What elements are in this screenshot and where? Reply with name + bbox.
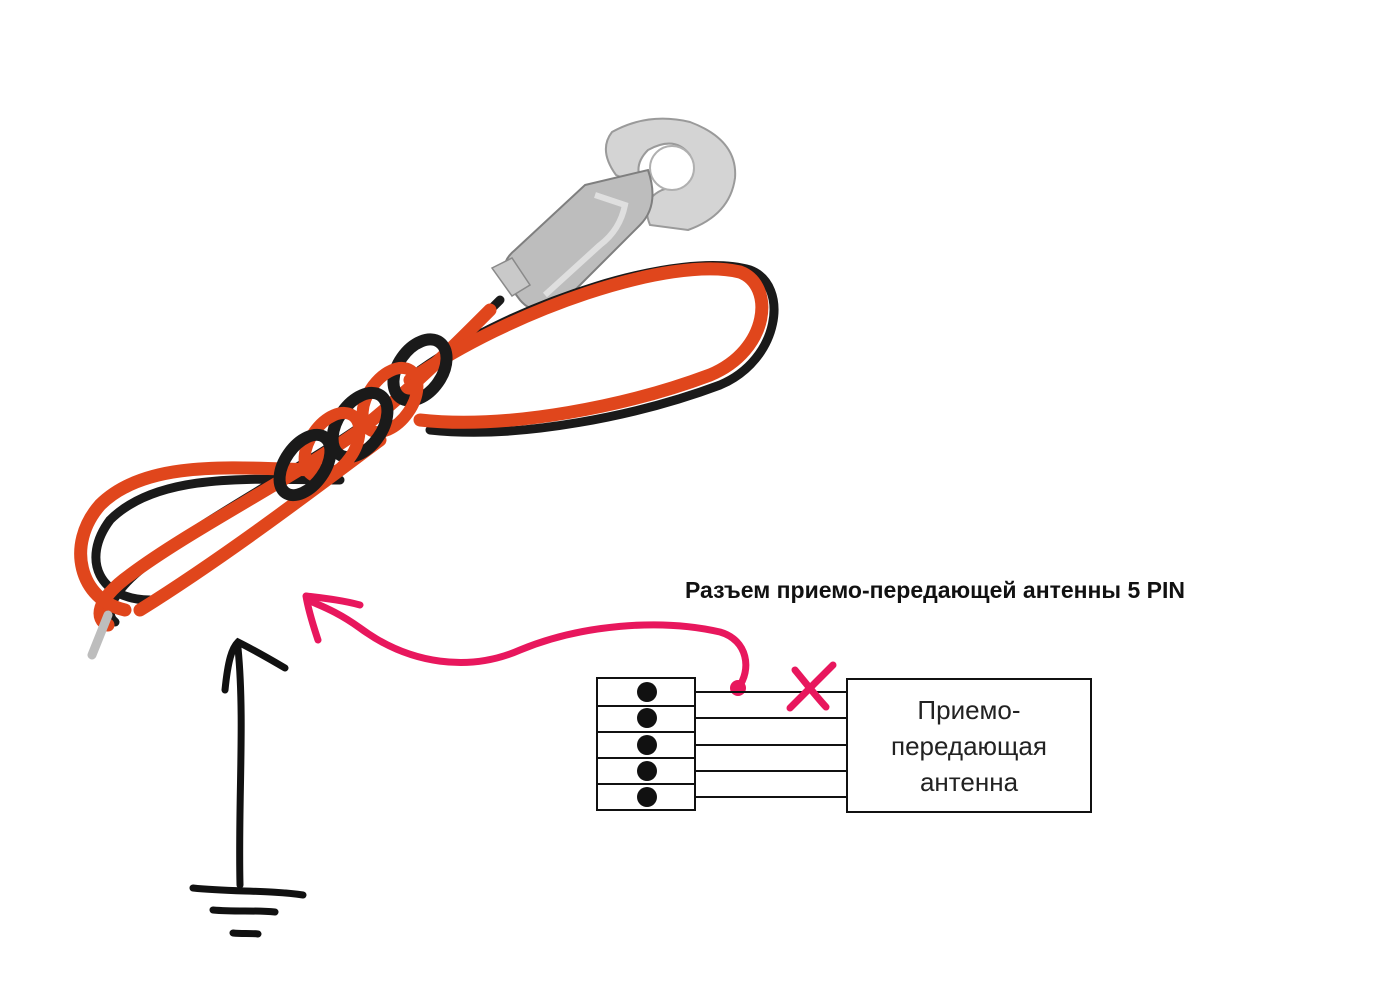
pin-1 (637, 682, 657, 702)
pin-3 (637, 735, 657, 755)
antenna-block: Приемо- передающая антенна (846, 678, 1092, 813)
antenna-label-line-2: передающая (891, 730, 1047, 761)
bare-wire-tip (87, 610, 113, 660)
cross-mark-icon (786, 661, 837, 712)
pin-row-dividers (597, 705, 695, 785)
ground-symbol-icon (189, 637, 307, 938)
wire-coil (273, 333, 453, 502)
ring-terminal (490, 117, 737, 312)
connector-5pin (596, 677, 846, 811)
pin-2 (637, 708, 657, 728)
antenna-label-line-1: Приемо- (917, 694, 1021, 725)
ring-terminal-wire-image (74, 117, 779, 660)
connector-title: Разъем приемо-передающей антенны 5 PIN (685, 577, 1185, 603)
pin-lines (695, 691, 846, 798)
pin-4 (637, 761, 657, 781)
antenna-label-line-3: антенна (919, 766, 1019, 797)
pin-5 (637, 787, 657, 807)
red-wire (74, 262, 769, 632)
antenna-label: Приемо- передающая антенна (891, 692, 1047, 800)
